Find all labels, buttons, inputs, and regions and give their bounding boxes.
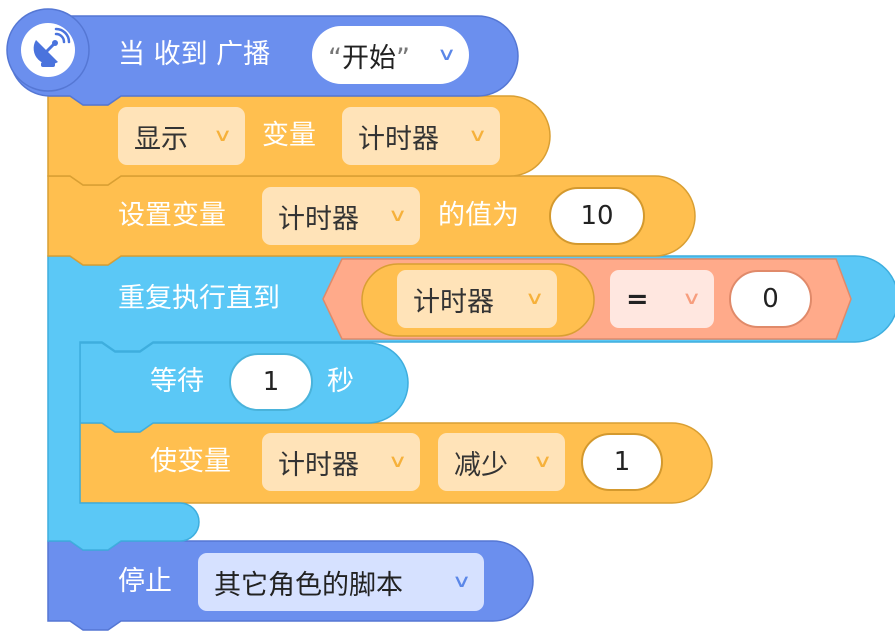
broadcast-message-dropdown[interactable]: “开始” ∨ (312, 26, 469, 84)
stop-option-label: 其它角色的脚本 (214, 569, 403, 601)
chevron-down-icon: ∨ (436, 44, 457, 65)
variable-name: 计时器 (278, 449, 359, 481)
hat-label: 当 收到 广播 (118, 39, 271, 70)
chevron-down-icon: ∨ (532, 451, 553, 472)
chevron-down-icon: ∨ (451, 571, 472, 592)
chevron-down-icon: ∨ (524, 288, 545, 309)
change-mode-label: 减少 (454, 449, 508, 481)
operator-symbol: = (626, 283, 649, 315)
operator-dropdown[interactable]: = ∨ (610, 270, 714, 328)
wait-seconds-input[interactable]: 1 (229, 353, 313, 411)
set-to-label: 的值为 (438, 200, 519, 231)
variable-name: 计时器 (278, 203, 359, 235)
variable-name: 计时器 (358, 123, 439, 155)
condition-value-input[interactable]: 0 (729, 270, 812, 328)
chevron-down-icon: ∨ (212, 125, 233, 146)
wait-label: 等待 (150, 366, 204, 397)
close-quote: ” (396, 42, 410, 74)
condition-variable-dropdown[interactable]: 计时器 ∨ (397, 270, 557, 328)
set-value-input[interactable]: 10 (549, 187, 645, 245)
message-name: 开始 (342, 42, 396, 74)
chevron-down-icon: ∨ (387, 205, 408, 226)
set-variable-dropdown[interactable]: 计时器 ∨ (262, 187, 420, 245)
set-variable-label: 设置变量 (118, 200, 226, 231)
stop-label: 停止 (118, 566, 172, 597)
change-variable-label: 使变量 (150, 446, 231, 477)
change-variable-dropdown[interactable]: 计时器 ∨ (262, 433, 420, 491)
chevron-down-icon: ∨ (467, 125, 488, 146)
change-mode-dropdown[interactable]: 减少 ∨ (438, 433, 565, 491)
show-hide-dropdown[interactable]: 显示 ∨ (118, 107, 245, 165)
repeat-until-label: 重复执行直到 (118, 283, 280, 314)
stop-option-dropdown[interactable]: 其它角色的脚本 ∨ (198, 553, 484, 611)
wait-unit-label: 秒 (327, 366, 354, 397)
open-quote: “ (328, 42, 342, 74)
show-variable-dropdown[interactable]: 计时器 ∨ (342, 107, 500, 165)
variable-name: 计时器 (413, 286, 494, 318)
show-action-label: 显示 (134, 123, 188, 155)
satellite-dish-icon (21, 23, 75, 77)
chevron-down-icon: ∨ (387, 451, 408, 472)
show-variable-label: 变量 (262, 120, 316, 151)
change-amount-input[interactable]: 1 (581, 433, 663, 491)
chevron-down-icon: ∨ (681, 288, 702, 309)
